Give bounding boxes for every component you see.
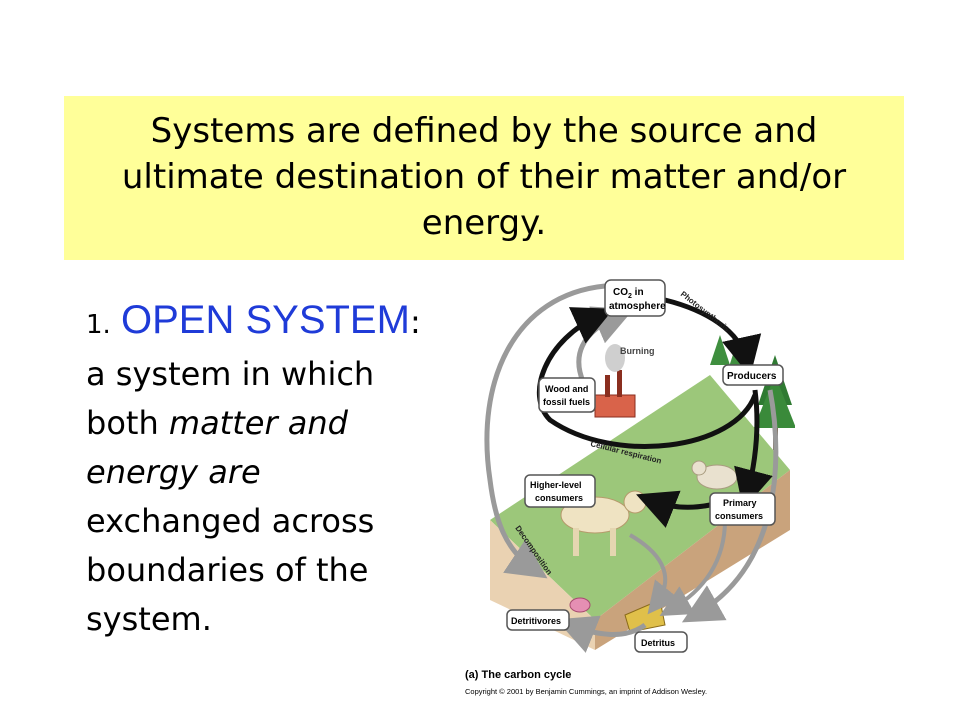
definition-block: 1. OPEN SYSTEM: a system in which both m…	[86, 296, 436, 644]
term-colon: :	[409, 303, 421, 341]
bacteria-icon	[569, 597, 591, 613]
wood-fossil-fuels-node: Wood and fossil fuels	[538, 377, 596, 413]
factory-icon	[594, 344, 636, 418]
svg-text:CO2 in: CO2 in	[613, 287, 644, 300]
higher-level-consumers-node: Higher-level consumers	[524, 474, 596, 508]
point-number: 1.	[86, 310, 111, 340]
figure-caption: (a) The carbon cycle	[465, 669, 571, 681]
definition-emphasis: matter and energy are	[86, 404, 348, 491]
photosynthesis-label: Photosynthesis	[679, 289, 732, 333]
svg-text:Wood and: Wood and	[545, 384, 588, 394]
carbon-cycle-figure: CO2 in atmosphere Producers Wood and fos…	[455, 270, 795, 700]
svg-text:Detritus: Detritus	[641, 638, 675, 648]
svg-text:fossil fuels: fossil fuels	[543, 397, 590, 407]
svg-text:consumers: consumers	[535, 493, 583, 503]
primary-consumers-node: Primary consumers	[709, 492, 776, 526]
co2-node: CO2 in atmosphere	[604, 279, 666, 317]
detritivores-node: Detritivores	[506, 609, 570, 631]
figure-copyright: Copyright © 2001 by Benjamin Cummings, a…	[465, 687, 707, 696]
producers-to-primary-arrow	[734, 389, 773, 510]
higher-to-detritus-arrow	[629, 533, 680, 615]
producers-node: Producers	[722, 364, 784, 386]
svg-text:Higher-level: Higher-level	[530, 480, 582, 490]
detritus-to-detritivores-arrow	[556, 615, 647, 653]
definition-end: exchanged across boundaries of the syste…	[86, 502, 375, 638]
primary-to-higher-arrow	[636, 490, 711, 528]
svg-text:Primary: Primary	[723, 498, 757, 508]
svg-text:Producers: Producers	[727, 371, 777, 382]
carbon-cycle-diagram: CO2 in atmosphere Producers Wood and fos…	[465, 279, 795, 696]
primary-to-detritus-arrow	[659, 519, 727, 616]
key-term: OPEN SYSTEM	[120, 298, 410, 342]
title-box: Systems are defined by the source and ul…	[64, 96, 904, 260]
svg-text:consumers: consumers	[715, 511, 763, 521]
svg-text:Detritivores: Detritivores	[511, 616, 561, 626]
photosynthesis-arrow	[664, 297, 762, 377]
slide-title: Systems are defined by the source and ul…	[121, 111, 847, 243]
detritus-node: Detritus	[634, 631, 688, 653]
svg-text:atmosphere: atmosphere	[609, 301, 666, 312]
burning-label: Burning	[620, 346, 655, 356]
definition-start: a system in which both	[86, 355, 375, 442]
outer-respiration-arrow	[484, 283, 606, 579]
respiration-arrow	[536, 307, 758, 449]
